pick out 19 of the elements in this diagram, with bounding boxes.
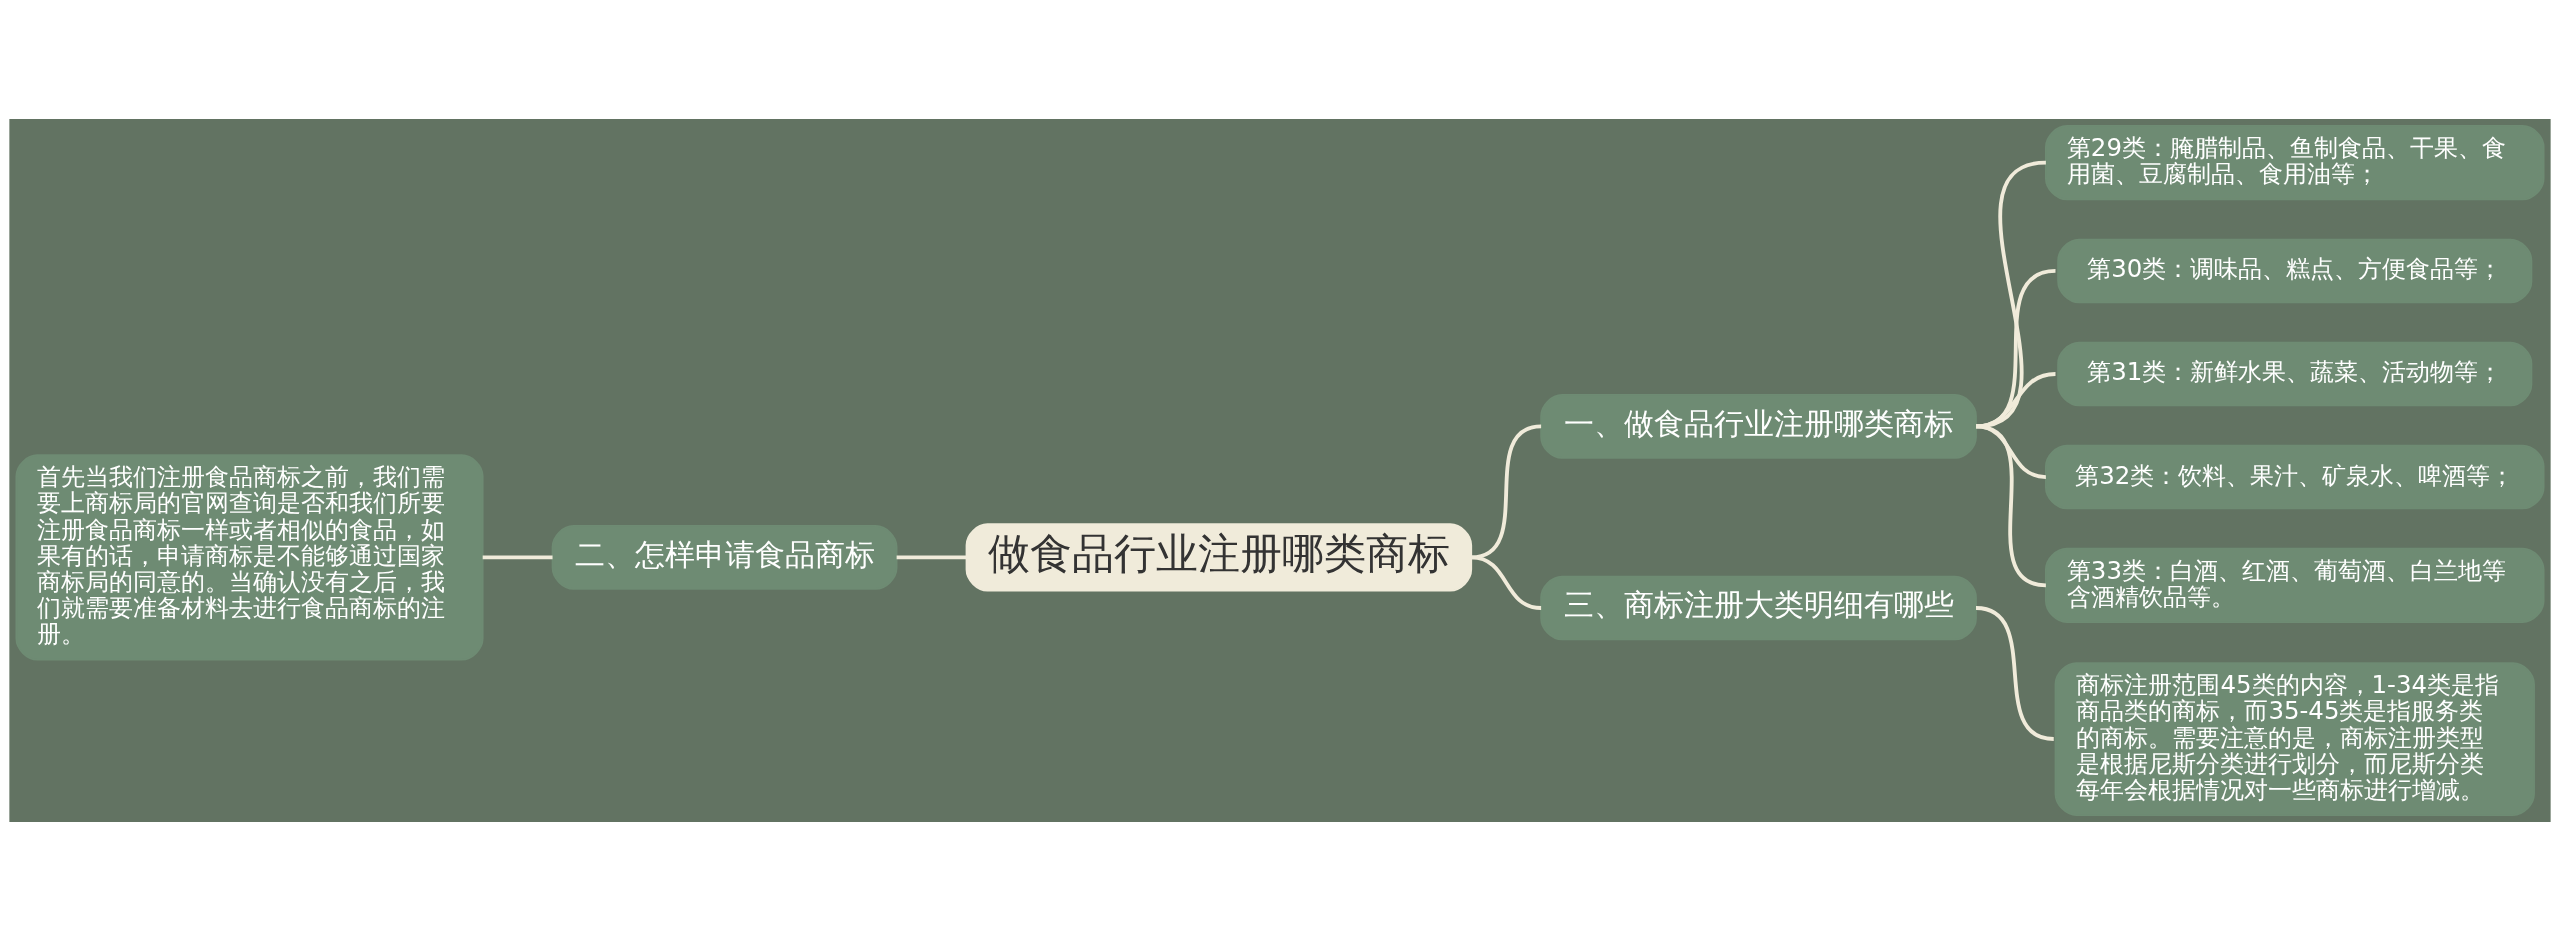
connector — [1975, 269, 2056, 429]
connector — [1975, 424, 2047, 588]
connector — [482, 555, 553, 560]
connector — [1975, 606, 2055, 741]
connector — [896, 555, 967, 560]
connector — [1975, 372, 2056, 429]
node-box: 第33类：白酒、红酒、葡萄酒、白兰地等含酒精饮品等。 — [2045, 547, 2545, 623]
node-box: 三、商标注册大类明细有哪些 — [1540, 575, 1977, 641]
connector — [1471, 555, 1542, 610]
connector — [1470, 424, 1542, 560]
node-box: 商标注册范围45类的内容，1-34类是指商品类的商标，而35-45类是指服务类的商标。需要注意的是，商标注册类型是根据尼斯分类进行划分，而尼斯分类每年会根据情况对一些商标进行增减。 — [2054, 662, 2535, 816]
node-box: 首先当我们注册食品商标之前，我们需要上商标局的官网查询是否和我们所要注册食品商标一样或者相似的食品，如果有的话，申请商标是不能够通过国家商标局的同意的。当确认没有之后，我们就需要准备材料去进行食品商标的注册。 — [15, 454, 484, 661]
node-box: 第31类：新鲜水果、蔬菜、活动物等； — [2057, 341, 2533, 407]
node-box: 第30类：调味品、糕点、方便食品等； — [2057, 238, 2533, 304]
node-box: 第32类：饮料、果汁、矿泉水、啤酒等； — [2045, 444, 2545, 510]
node-box: 一、做食品行业注册哪类商标 — [1540, 394, 1977, 459]
node-box: 二、怎样申请食品商标 — [551, 525, 898, 590]
node-box: 做食品行业注册哪类商标 — [965, 523, 1473, 592]
node-box: 第29类：腌腊制品、鱼制食品、干果、食用菌、豆腐制品、食用油等； — [2045, 125, 2545, 201]
